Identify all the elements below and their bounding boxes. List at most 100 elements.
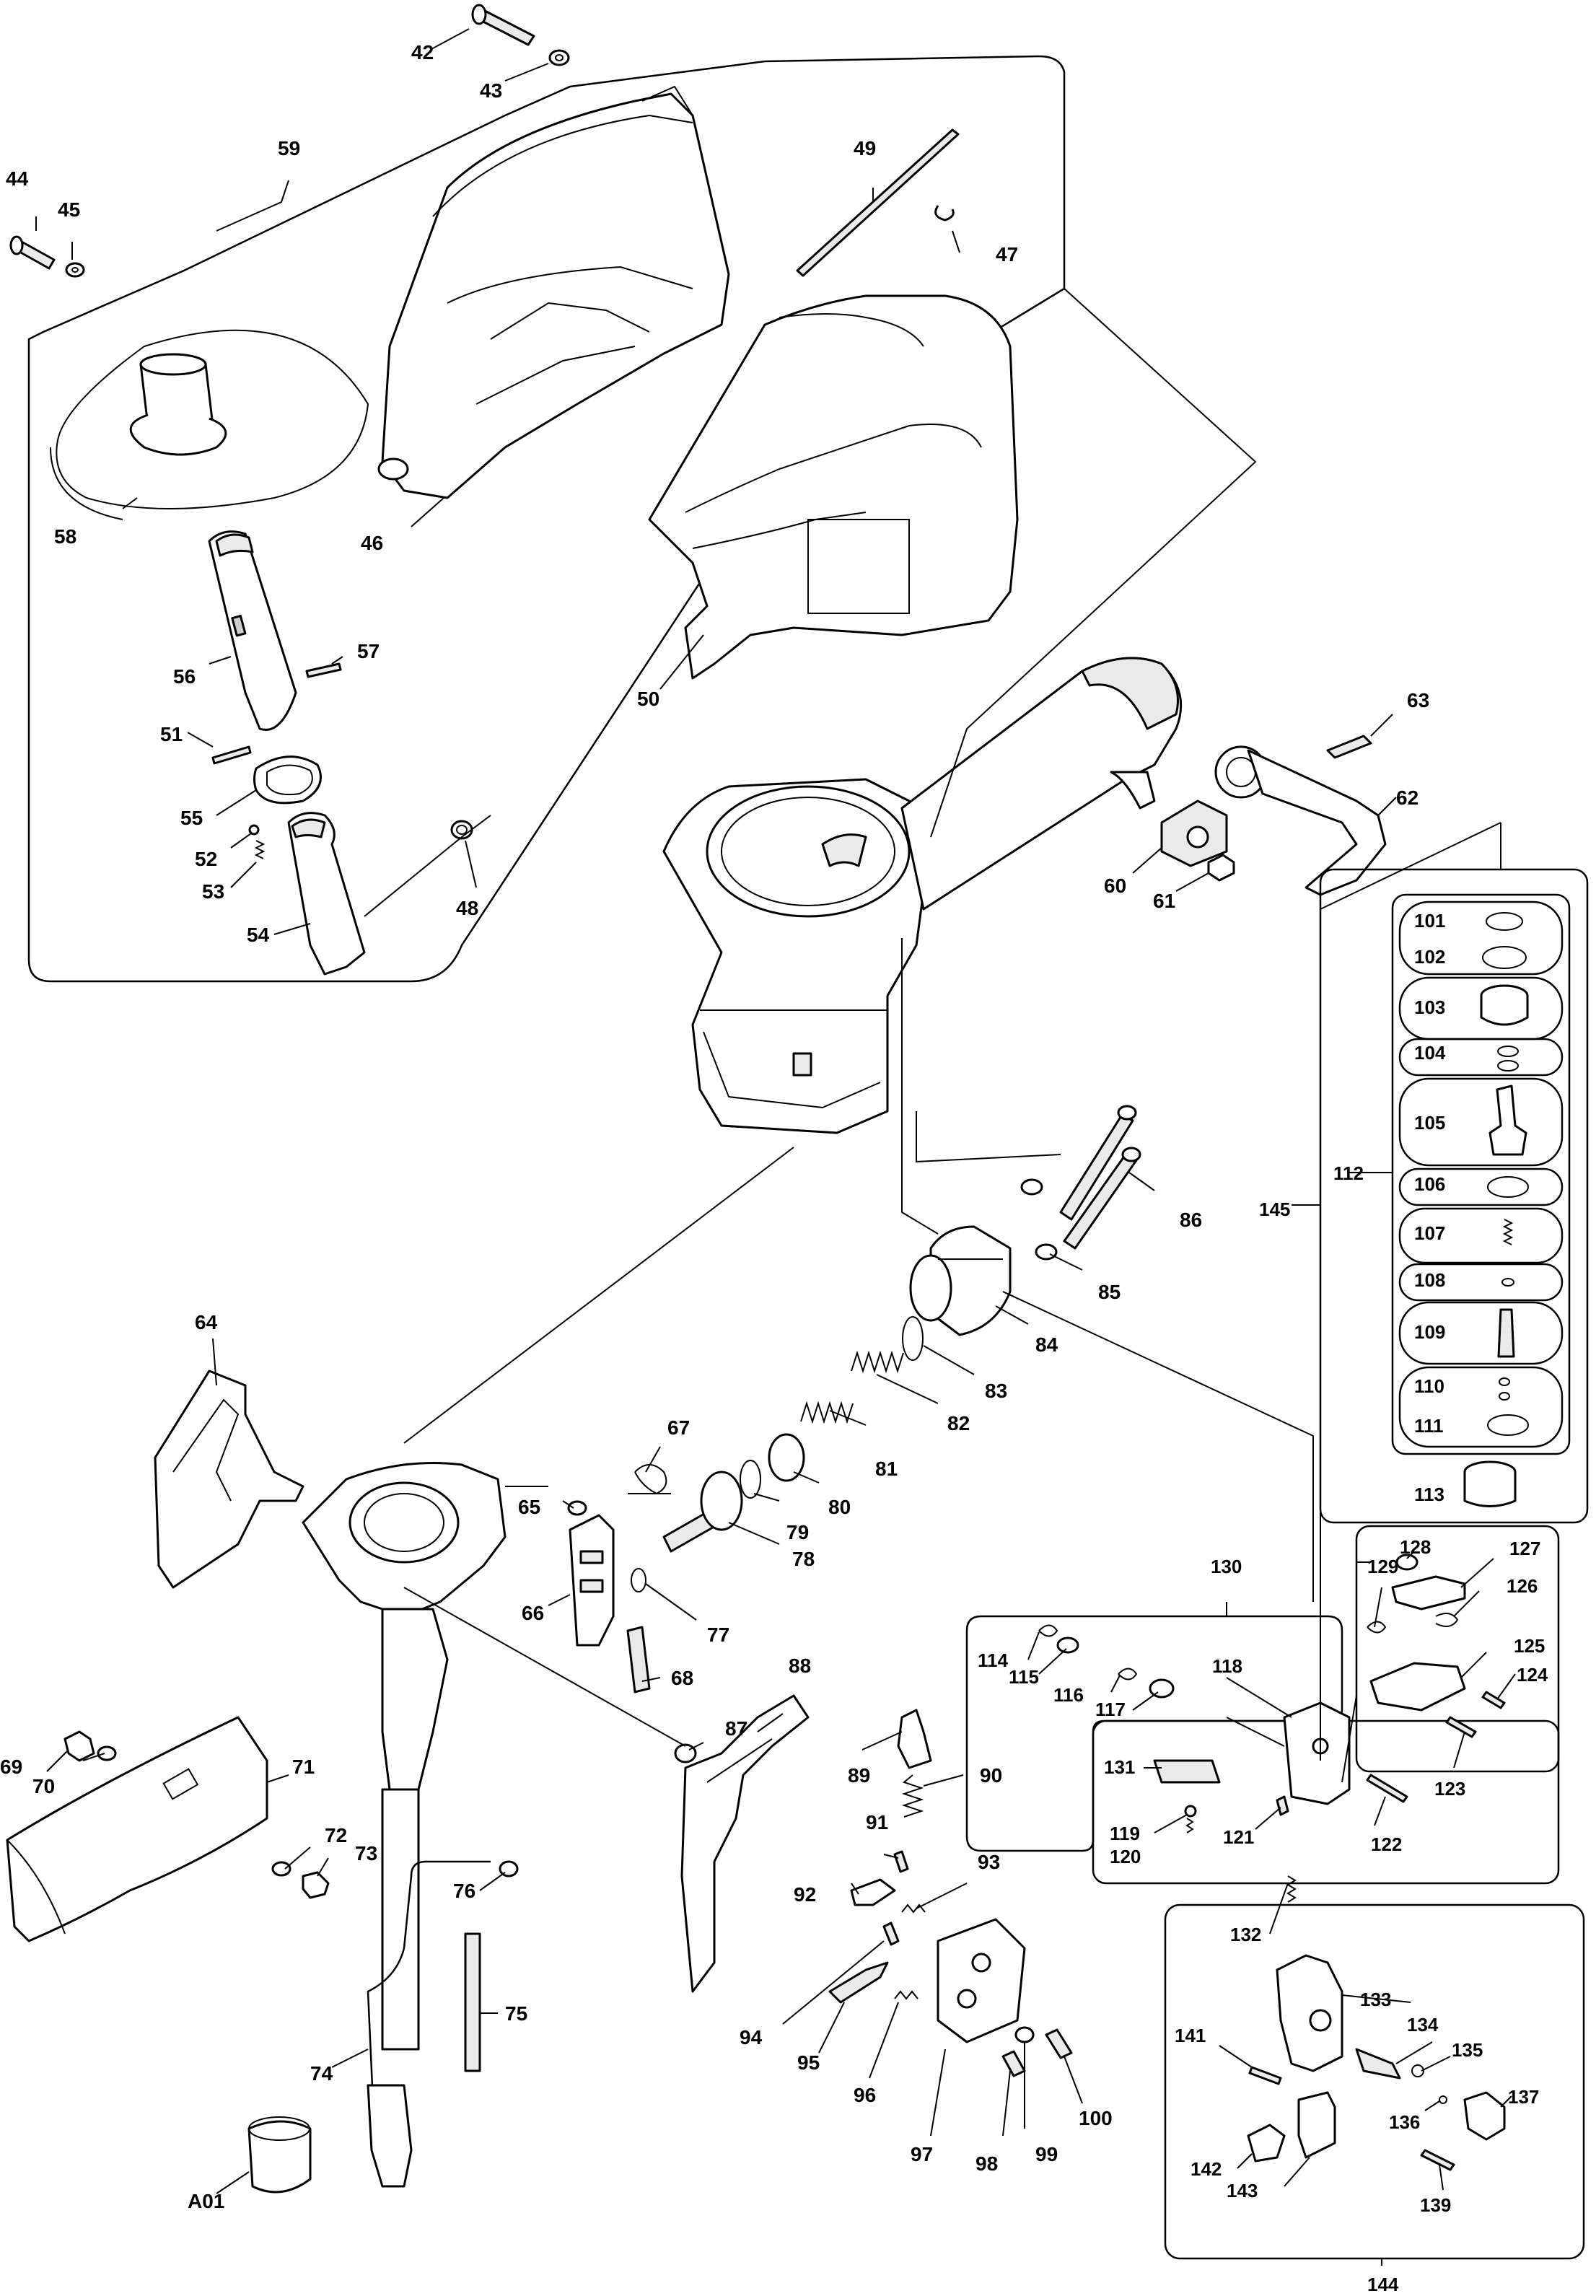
guard-71 — [6, 1716, 268, 1942]
label-46: 46 — [361, 532, 383, 554]
o-ring-108 — [1501, 1278, 1514, 1287]
o-ring-101 — [1486, 912, 1523, 931]
label-83: 83 — [985, 1380, 1007, 1402]
label-43: 43 — [480, 79, 502, 102]
label-95: 95 — [797, 2051, 820, 2074]
stem-134 — [1355, 2048, 1401, 2080]
label-70: 70 — [32, 1775, 55, 1797]
label-89: 89 — [848, 1764, 870, 1787]
label-145: 145 — [1259, 1199, 1290, 1220]
sub-box-104 — [1398, 1038, 1564, 1077]
label-90: 90 — [980, 1764, 1002, 1787]
pin-57 — [305, 662, 342, 678]
feeder-piston-56 — [208, 530, 297, 731]
label-66: 66 — [522, 1602, 544, 1624]
label-57: 57 — [357, 640, 380, 662]
group-box-127 — [1355, 1525, 1560, 1773]
spring-96 — [894, 1990, 918, 2000]
magazine-inner-cover-46 — [377, 85, 730, 499]
trigger-body-118 — [1283, 1701, 1351, 1805]
label-72: 72 — [325, 1824, 347, 1846]
o-ring-110b — [1499, 1392, 1510, 1401]
label-84: 84 — [1035, 1333, 1058, 1356]
group-box-112 — [1391, 893, 1571, 1455]
label-102: 102 — [1414, 946, 1445, 968]
o-ring-111 — [1487, 1414, 1529, 1436]
label-110: 110 — [1414, 1375, 1444, 1397]
o-ring-102 — [1482, 946, 1527, 969]
lever-92 — [850, 1878, 896, 1906]
label-126: 126 — [1507, 1575, 1538, 1597]
valve-84 — [909, 1225, 1012, 1336]
label-68: 68 — [671, 1667, 693, 1689]
label-141: 141 — [1175, 2025, 1206, 2046]
pin-139 — [1420, 2149, 1455, 2171]
plate-127 — [1391, 1575, 1466, 1611]
label-137: 137 — [1508, 2086, 1539, 2108]
cap-137 — [1463, 2091, 1506, 2141]
sub-box-101-102 — [1398, 901, 1564, 976]
pin-94 — [882, 1922, 900, 1946]
washer-72 — [271, 1861, 291, 1877]
label-109: 109 — [1414, 1321, 1445, 1343]
valve-cap-103 — [1480, 984, 1529, 1026]
pin-122 — [1366, 1774, 1408, 1803]
seal-80 — [768, 1433, 805, 1482]
label-81: 81 — [875, 1458, 898, 1480]
sub-box-107 — [1398, 1207, 1564, 1264]
label-80: 80 — [828, 1496, 851, 1518]
group-box-145 — [1319, 868, 1589, 1524]
label-103: 103 — [1414, 996, 1445, 1018]
label-117: 117 — [1095, 1699, 1126, 1720]
label-133: 133 — [1360, 1989, 1391, 2010]
lever-62 — [1214, 745, 1387, 896]
label-123: 123 — [1434, 1778, 1465, 1800]
label-60: 60 — [1104, 875, 1126, 897]
label-67: 67 — [667, 1416, 690, 1439]
label-134: 134 — [1407, 2014, 1439, 2036]
label-98: 98 — [975, 2152, 998, 2175]
block-142 — [1247, 2124, 1286, 2163]
label-76: 76 — [453, 1880, 475, 1902]
assembly-boundary-59 — [27, 55, 1066, 983]
plate-125 — [1369, 1662, 1466, 1712]
washer-99 — [1014, 2026, 1035, 2043]
trigger-arm-88 — [680, 1694, 810, 1993]
label-63: 63 — [1407, 689, 1429, 711]
pin-49 — [796, 128, 960, 277]
latch-66 — [569, 1514, 615, 1647]
trigger-valve-97 — [937, 1918, 1026, 2043]
label-128: 128 — [1400, 1536, 1431, 1558]
washer-65 — [567, 1500, 587, 1516]
spring-82 — [851, 1350, 904, 1374]
magazine-outer-cover-50 — [648, 294, 1019, 680]
washer-43 — [548, 49, 570, 66]
pin-68 — [626, 1626, 651, 1693]
label-119: 119 — [1110, 1823, 1140, 1844]
plunger-109 — [1497, 1308, 1515, 1358]
bracket-143 — [1297, 2091, 1336, 2159]
label-69: 69 — [0, 1756, 22, 1778]
label-107: 107 — [1414, 1222, 1445, 1244]
label-53: 53 — [202, 880, 224, 903]
rod-75 — [464, 1932, 481, 2072]
label-78: 78 — [792, 1548, 815, 1570]
o-ring-79 — [740, 1460, 761, 1499]
pin-91 — [893, 1850, 909, 1873]
label-96: 96 — [854, 2084, 876, 2106]
spring-48 — [450, 820, 473, 840]
ring-136 — [1439, 2095, 1447, 2104]
label-131: 131 — [1104, 1756, 1135, 1778]
label-47: 47 — [996, 243, 1018, 266]
sub-box-109 — [1398, 1301, 1564, 1365]
label-143: 143 — [1227, 2180, 1258, 2201]
valve-115 — [1056, 1636, 1079, 1654]
valve-stem-105 — [1488, 1085, 1527, 1156]
o-ring-104b — [1497, 1060, 1519, 1072]
washer-70 — [97, 1745, 117, 1761]
bolt-86 — [1059, 1105, 1141, 1250]
ball-119 — [1184, 1805, 1197, 1818]
label-106: 106 — [1414, 1173, 1445, 1195]
spring-126 — [1435, 1613, 1459, 1627]
label-93: 93 — [978, 1851, 1000, 1873]
